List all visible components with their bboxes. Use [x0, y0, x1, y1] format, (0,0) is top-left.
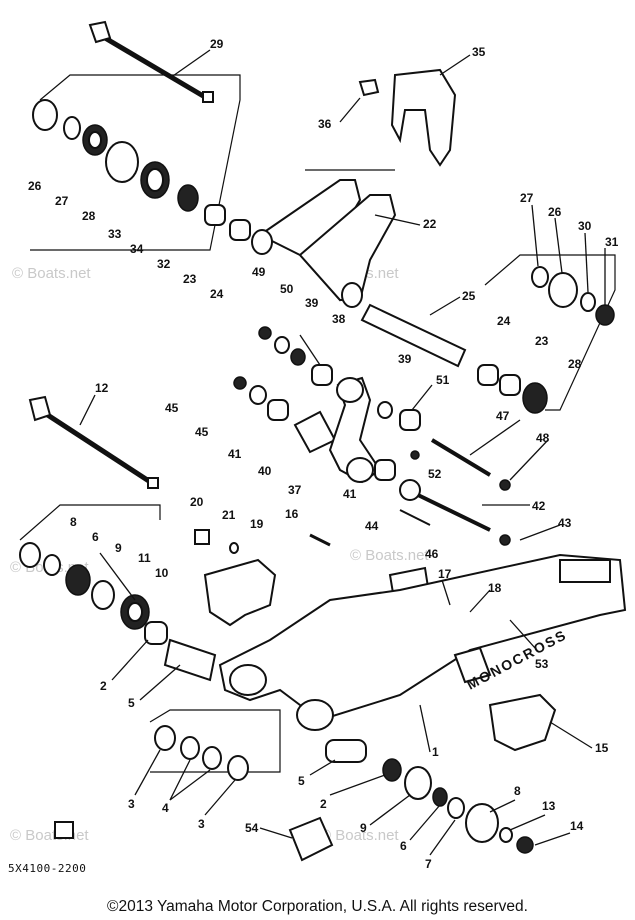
- part-label: 54: [245, 821, 259, 835]
- watermark: © Boats.net: [12, 265, 91, 282]
- part-label: 7: [425, 857, 432, 871]
- part-label: 41: [228, 447, 242, 461]
- group-outline: [30, 74, 241, 251]
- part-label: 6: [92, 530, 99, 544]
- part-label: 16: [285, 507, 299, 521]
- part-label: 9: [115, 541, 122, 555]
- part-label: 32: [157, 257, 171, 271]
- part-label: 13: [542, 799, 556, 813]
- part-label: 2: [320, 797, 327, 811]
- part-label: 42: [532, 499, 546, 513]
- part-label: 49: [252, 265, 266, 279]
- part-label: 10: [155, 566, 169, 580]
- leader-lines: [79, 49, 606, 856]
- part-label: 15: [595, 741, 609, 755]
- group-outline: [484, 254, 616, 411]
- connecting-rod-37: [328, 376, 382, 484]
- part-label: 39: [398, 352, 412, 366]
- relay-arm-22: [251, 179, 397, 308]
- part-label: 17: [438, 567, 452, 581]
- part-label: 38: [332, 312, 346, 326]
- part-label: 5: [128, 696, 135, 710]
- part-label: 37: [288, 483, 302, 497]
- watermark: © Boats.net: [10, 827, 89, 844]
- bearing-stack-left: [32, 99, 251, 241]
- part-label: 35: [472, 45, 486, 59]
- part-label: 8: [514, 784, 521, 798]
- bracket-15: [488, 693, 557, 752]
- part-label: 12: [95, 381, 109, 395]
- watermark: © Boats.net: [350, 547, 429, 564]
- swing-arm-1: [218, 553, 627, 731]
- right-bearing-stack: [477, 266, 615, 414]
- part-label: 26: [28, 179, 42, 193]
- part-code: 5X4100-2200: [8, 862, 87, 875]
- part-label: 11: [138, 551, 151, 565]
- part-label: 36: [318, 117, 332, 131]
- part-label: 24: [210, 287, 224, 301]
- part-label: 51: [436, 373, 450, 387]
- part-label: 28: [82, 209, 96, 223]
- part-label: 1: [432, 745, 439, 759]
- part-label: 23: [535, 334, 549, 348]
- part-label: 24: [497, 314, 511, 328]
- part-label: 27: [55, 194, 69, 208]
- copyright-notice: ©2013 Yamaha Motor Corporation, U.S.A. A…: [107, 898, 528, 915]
- part-label: 14: [570, 819, 584, 833]
- part-label: 28: [568, 357, 582, 371]
- part-label: 41: [343, 487, 357, 501]
- part-label: 21: [222, 508, 236, 522]
- bolt-29: [88, 20, 214, 103]
- shaft-25: [360, 303, 467, 368]
- part-label: 47: [496, 409, 510, 423]
- part-label: 20: [190, 495, 204, 509]
- part-label: 48: [536, 431, 550, 445]
- part-label: 23: [183, 272, 197, 286]
- part-label: 3: [198, 817, 205, 831]
- part-label: 2: [100, 679, 107, 693]
- bolt-47: [374, 438, 511, 546]
- part-label: 34: [130, 242, 144, 256]
- part-label: 27: [520, 191, 534, 205]
- bushing-stack-left: [19, 542, 217, 682]
- part-label: 40: [258, 464, 272, 478]
- part-label: 46: [425, 547, 439, 561]
- part-label: 18: [488, 581, 502, 595]
- part-label: 50: [280, 282, 294, 296]
- part-label: 8: [70, 515, 77, 529]
- part-label: 19: [250, 517, 264, 531]
- bushing-stack-lower-left: [154, 725, 367, 781]
- bolt-12: [28, 395, 159, 489]
- part-label: 45: [165, 401, 179, 415]
- part-label: 5: [298, 774, 305, 788]
- part-label: 43: [558, 516, 572, 530]
- part-labels: 29 35 36 26 27 28 33 34 32 23 24 22 49 5…: [28, 37, 619, 871]
- middle-small-parts: [233, 326, 421, 454]
- part-label: 31: [605, 235, 619, 249]
- part-label: 26: [548, 205, 562, 219]
- part-label: 44: [365, 519, 379, 533]
- part-label: 52: [428, 467, 442, 481]
- part-label: 6: [400, 839, 407, 853]
- part-label: 4: [162, 801, 169, 815]
- bushing-stack-lower-right: [54, 758, 534, 862]
- bracket-35: [358, 68, 457, 167]
- group-outline: [19, 504, 161, 541]
- part-label: 29: [210, 37, 224, 51]
- part-label: 22: [423, 217, 437, 231]
- part-label: 30: [578, 219, 592, 233]
- part-label: 53: [535, 657, 549, 671]
- part-label: 25: [462, 289, 476, 303]
- part-label: 33: [108, 227, 122, 241]
- part-label: 39: [305, 296, 319, 310]
- part-label: 9: [360, 821, 367, 835]
- part-label: 3: [128, 797, 135, 811]
- exploded-parts-diagram: © Boats.net © Boats.net © Boats.net © Bo…: [10, 20, 627, 871]
- part-label: 45: [195, 425, 209, 439]
- watermark: © Boats.net: [320, 827, 399, 844]
